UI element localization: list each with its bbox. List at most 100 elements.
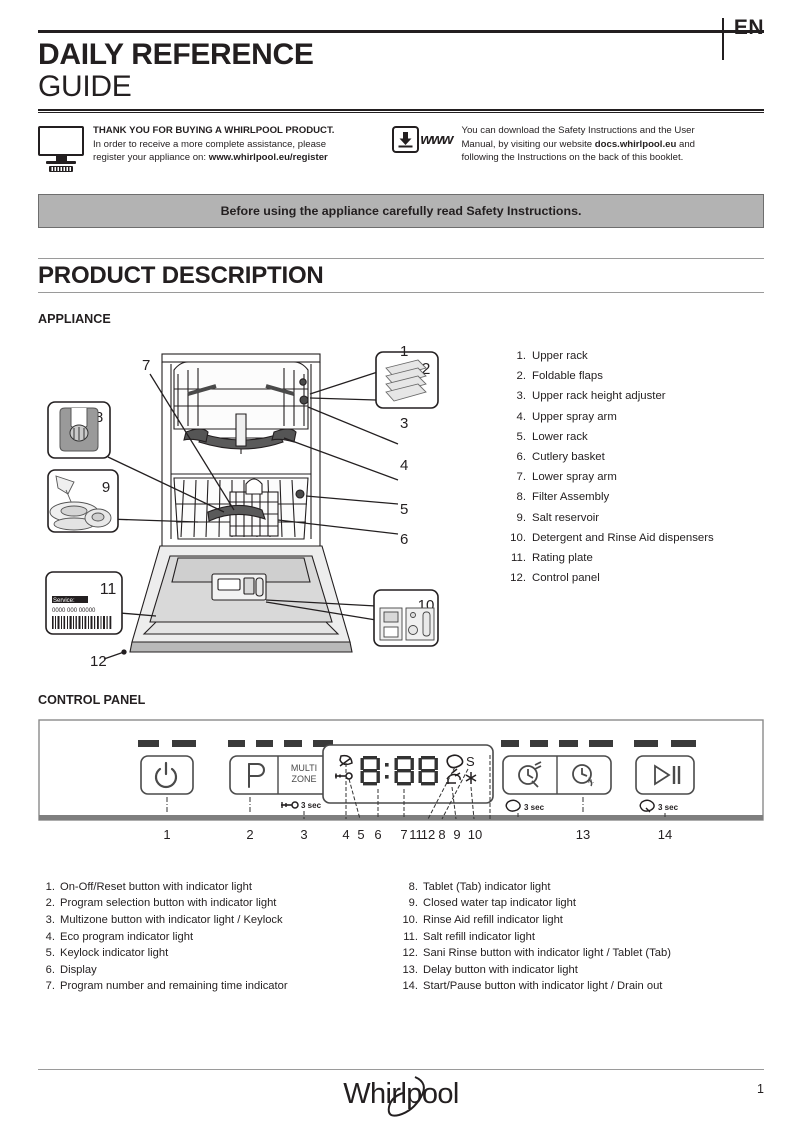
- part-item: 4.Upper spray arm: [508, 407, 802, 427]
- delay-hour-label: h.: [588, 776, 594, 785]
- part-label: Detergent and Rinse Aid dispensers: [532, 531, 714, 544]
- cp-callout-3: 3: [300, 827, 307, 842]
- subheading-control-panel: CONTROL PANEL: [38, 692, 146, 707]
- legend-label: Closed water tap indicator light: [423, 897, 576, 910]
- appliance-block: 2 8 9: [38, 334, 764, 674]
- sani-hint-label: 3 sec: [524, 803, 545, 812]
- thank-you-line2: In order to receive a more complete assi…: [93, 138, 327, 150]
- section-title: PRODUCT DESCRIPTION: [38, 261, 324, 289]
- part-item: 9.Salt reservoir: [508, 508, 802, 528]
- inset-8-filter-assembly: 8: [47, 401, 111, 459]
- legend-item: 10.Rinse Aid refill indicator light: [401, 912, 764, 929]
- docs-url[interactable]: docs.whirlpool.eu: [594, 138, 677, 150]
- power-icon: [154, 761, 178, 788]
- whirlpool-swirl-icon: [387, 1076, 425, 1117]
- callout-1: 1: [400, 343, 408, 360]
- sani-delay-group: h. 3 sec: [501, 739, 613, 819]
- inset-11-rating-plate: 11 Service: 0000 000 00000: [45, 571, 123, 635]
- section-header-product-description: PRODUCT DESCRIPTION: [38, 257, 764, 293]
- part-label: Rating plate: [532, 551, 593, 564]
- footer-rule: [38, 1069, 764, 1070]
- download-www-icon: www: [392, 124, 453, 172]
- cp-callout-11: 11: [409, 827, 423, 842]
- legend-label: Sani Rinse button with indicator light /…: [423, 947, 671, 960]
- sani-delay-indicator-light: [501, 739, 613, 747]
- power-button-group: [138, 739, 196, 814]
- start-pause-indicator-light: [634, 739, 696, 747]
- part-label: Upper rack height adjuster: [532, 390, 666, 403]
- part-label: Upper rack: [532, 349, 588, 362]
- subheading-appliance: APPLIANCE: [38, 311, 111, 326]
- callout-4: 4: [400, 457, 408, 474]
- power-indicator-light: [138, 739, 196, 747]
- header-bottom-rule: [38, 108, 764, 113]
- part-label: Foldable flaps: [532, 370, 603, 383]
- thank-you-text: THANK YOU FOR BUYING A WHIRLPOOL PRODUCT…: [93, 124, 334, 172]
- control-panel-block: MULTI ZONE 3 sec: [38, 719, 764, 869]
- download-arrow-icon: [398, 131, 413, 148]
- cp-callout-14: 14: [658, 827, 672, 842]
- legend-item: 13.Delay button with indicator light: [401, 962, 764, 979]
- program-p-icon: [248, 762, 265, 788]
- dishwasher-diagram: 2 8 9: [45, 343, 439, 670]
- display-digits: [360, 755, 438, 786]
- cp-callout-5: 5: [357, 827, 364, 842]
- download-line1: You can download the Safety Instructions…: [461, 124, 695, 136]
- docs-suffix: and: [679, 138, 696, 150]
- page-footer: Whirlpool 1: [38, 1069, 764, 1126]
- part-label: Upper spray arm: [532, 410, 617, 423]
- control-panel-legend: 1.On-Off/Reset button with indicator lig…: [38, 879, 764, 995]
- legend-item: 2.Program selection button with indicato…: [38, 895, 401, 912]
- start-pause-hint-label: 3 sec: [658, 803, 679, 812]
- part-item: 7.Lower spray arm: [508, 467, 802, 487]
- legend-label: Rinse Aid refill indicator light: [423, 914, 563, 927]
- legend-label: Tablet (Tab) indicator light: [423, 880, 551, 893]
- legend-item: 7.Program number and remaining time indi…: [38, 978, 401, 995]
- legend-label: Multizone button with indicator light / …: [60, 914, 283, 927]
- svg-text:Service:: Service:: [53, 598, 75, 604]
- sani-rinse-clock-icon: [518, 761, 542, 788]
- safety-banner-text: Before using the appliance carefully rea…: [220, 203, 582, 218]
- legend-item: 9.Closed water tap indicator light: [401, 895, 764, 912]
- svg-text:9: 9: [102, 479, 110, 496]
- monitor-icon: [38, 124, 84, 172]
- legend-label: Program number and remaining time indica…: [60, 980, 288, 993]
- legend-column-right: 8.Tablet (Tab) indicator light 9.Closed …: [401, 879, 764, 995]
- part-label: Cutlery basket: [532, 450, 605, 463]
- document-title: DAILY REFERENCE GUIDE: [38, 33, 764, 103]
- cp-callout-6: 6: [374, 827, 381, 842]
- inset-10-dispensers: 10: [373, 589, 439, 647]
- tablet-icon: [446, 754, 464, 769]
- svg-text:11: 11: [100, 581, 117, 598]
- part-item: 2.Foldable flaps: [508, 366, 802, 386]
- cp-callout-7: 7: [400, 827, 407, 842]
- part-item: 3.Upper rack height adjuster: [508, 386, 802, 406]
- part-label: Salt reservoir: [532, 511, 600, 524]
- leaf-icon: [339, 754, 353, 767]
- part-label: Filter Assembly: [532, 491, 610, 504]
- drain-out-hint: 3 sec: [639, 799, 679, 813]
- title-line-2: GUIDE: [38, 69, 132, 103]
- legend-label: Start/Pause button with indicator light …: [423, 980, 663, 993]
- multizone-label-line2: ZONE: [291, 774, 316, 784]
- inset-2-foldable-flaps: 2: [375, 351, 439, 409]
- legend-item: 6.Display: [38, 962, 401, 979]
- language-code: EN: [733, 16, 764, 39]
- thank-you-block: THANK YOU FOR BUYING A WHIRLPOOL PRODUCT…: [38, 124, 392, 172]
- program-indicator-light: [228, 739, 333, 747]
- part-label: Lower spray arm: [532, 471, 617, 484]
- cp-callout-8: 8: [438, 827, 445, 842]
- info-row: THANK YOU FOR BUYING A WHIRLPOOL PRODUCT…: [38, 124, 764, 172]
- multizone-hint-label: 3 sec: [301, 801, 322, 810]
- svg-text:8: 8: [95, 409, 103, 426]
- thank-you-heading: THANK YOU FOR BUYING A WHIRLPOOL PRODUCT…: [93, 124, 335, 136]
- part-label: Lower rack: [532, 430, 588, 443]
- display-module: S: [322, 744, 494, 820]
- callout-3: 3: [400, 415, 408, 432]
- cp-callout-10: 10: [468, 827, 482, 842]
- legend-column-left: 1.On-Off/Reset button with indicator lig…: [38, 879, 401, 995]
- legend-label: Display: [60, 963, 97, 976]
- brand-logo: Whirlpool: [38, 1076, 764, 1117]
- register-url[interactable]: www.whirlpool.eu/register: [208, 152, 328, 164]
- language-divider: [722, 18, 724, 60]
